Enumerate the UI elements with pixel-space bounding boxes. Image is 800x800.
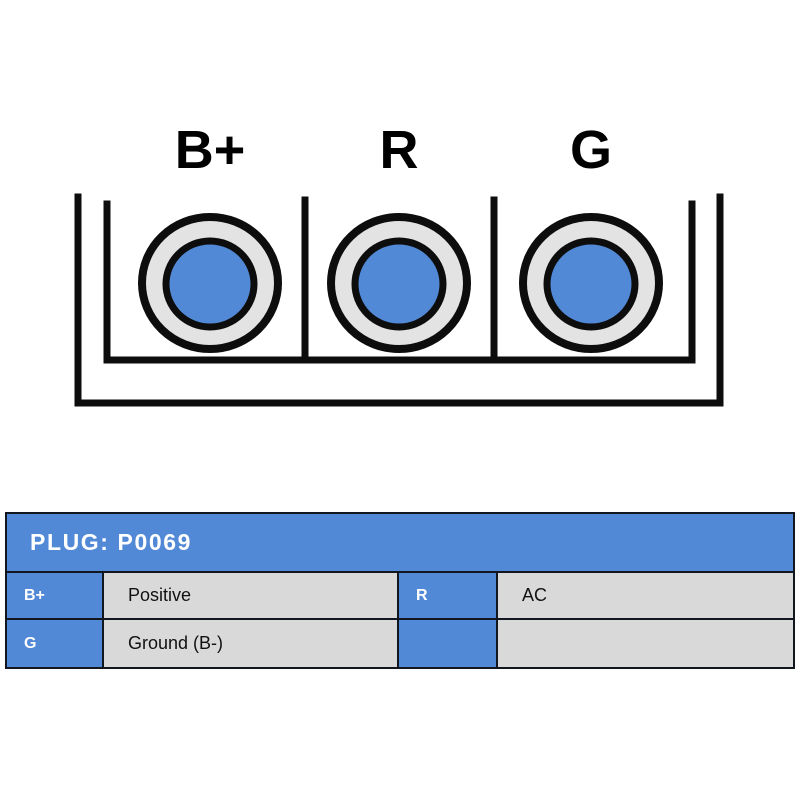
plug-title: PLUG: P0069 [30, 529, 193, 555]
terminal-b-plus-core [162, 237, 258, 331]
pin-label-r: R [399, 573, 498, 618]
pin-description-r: AC [498, 573, 793, 618]
table-row: B+ Positive R AC [7, 573, 793, 620]
connector-inner-housing [103, 200, 696, 364]
pinout-table-header: PLUG: P0069 [7, 514, 793, 573]
pin-label-b-plus: B+ [7, 573, 104, 618]
pin-label-g: G [7, 620, 104, 667]
connector-diagram: B+ R G [74, 120, 724, 407]
terminal-label-b-plus: B+ [175, 120, 246, 180]
pin-description-g: Ground (B-) [104, 620, 399, 667]
table-row: G Ground (B-) [7, 620, 793, 667]
terminal-g[interactable] [519, 213, 663, 353]
connector-diagram-svg: B+ R G [74, 120, 724, 407]
connector-outer-housing [74, 193, 724, 407]
terminal-b-plus[interactable] [138, 213, 282, 353]
pin-description-empty [498, 620, 793, 667]
terminal-g-core [543, 237, 639, 331]
terminal-label-g: G [570, 120, 612, 180]
pin-label-empty [399, 620, 498, 667]
terminal-label-r: R [380, 120, 419, 180]
terminal-r-core [351, 237, 447, 331]
pin-description-b-plus: Positive [104, 573, 399, 618]
pinout-table: PLUG: P0069 B+ Positive R AC G Ground (B… [5, 512, 795, 669]
terminal-r[interactable] [327, 213, 471, 353]
